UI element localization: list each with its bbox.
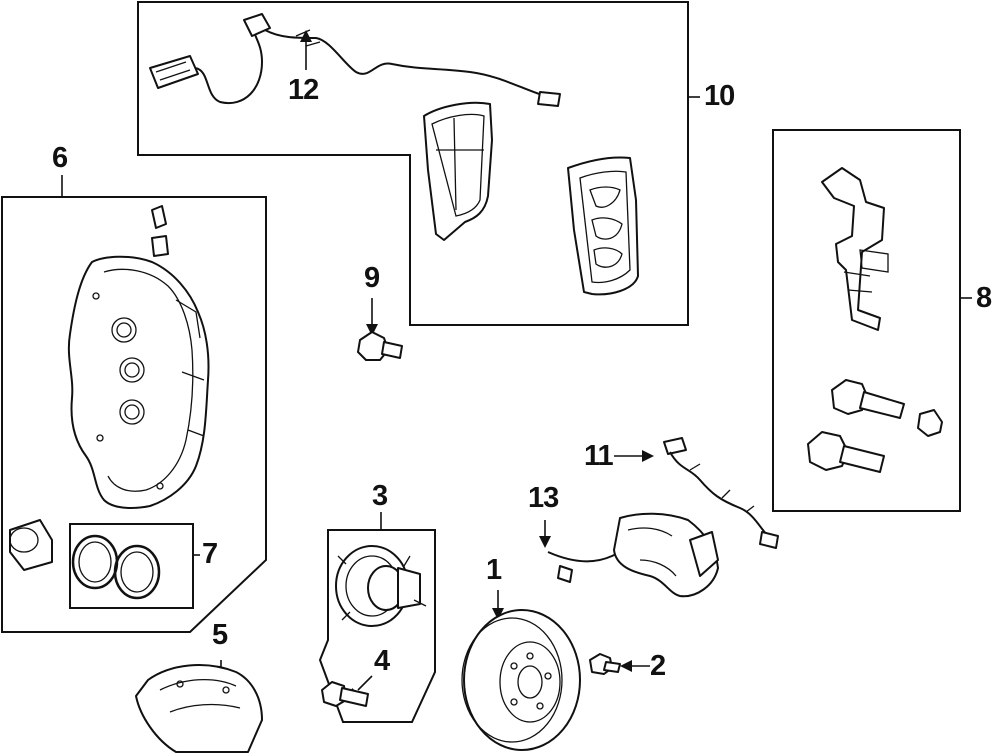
hub-bolt bbox=[321, 681, 369, 707]
callout-2: 2 bbox=[650, 650, 666, 682]
callout-7: 7 bbox=[202, 538, 218, 570]
callout-10: 10 bbox=[704, 80, 735, 112]
guide-bolt-lower bbox=[807, 431, 885, 473]
arrowhead-12 bbox=[300, 30, 312, 42]
piston-seal-box bbox=[69, 523, 194, 609]
hub-assembly-box bbox=[318, 529, 436, 723]
callout-9: 9 bbox=[364, 262, 380, 294]
brake-pad-kit-box bbox=[137, 1, 689, 326]
callout-5: 5 bbox=[212, 619, 228, 651]
leader-4 bbox=[357, 675, 373, 691]
callout-13: 13 bbox=[528, 482, 559, 514]
arrowhead-1 bbox=[492, 608, 504, 620]
caliper-assembly-box bbox=[1, 196, 267, 633]
piston-seals bbox=[71, 534, 161, 600]
rotor-retaining-screw bbox=[589, 653, 621, 675]
bolt-cap bbox=[917, 409, 943, 437]
guide-bolt-upper bbox=[831, 379, 905, 419]
arrowhead-11 bbox=[642, 450, 654, 462]
arrowhead-2 bbox=[620, 660, 632, 672]
sensor-bracket-harness bbox=[547, 512, 719, 598]
brake-caliper bbox=[67, 255, 210, 509]
callout-1: 1 bbox=[486, 554, 502, 586]
arrowhead-9 bbox=[366, 324, 378, 336]
abs-sensor-harness bbox=[663, 437, 779, 549]
caliper-bolt bbox=[357, 331, 403, 361]
callout-4: 4 bbox=[374, 645, 390, 677]
callout-12: 12 bbox=[288, 74, 319, 106]
anti-rattle-clip bbox=[821, 167, 889, 331]
callout-6: 6 bbox=[52, 142, 68, 174]
hardware-kit-box bbox=[772, 129, 961, 512]
callout-11: 11 bbox=[584, 440, 614, 472]
caliper-piston bbox=[9, 519, 53, 571]
bleeder-screw bbox=[151, 205, 169, 257]
brake-rotor bbox=[461, 609, 581, 751]
splash-shield bbox=[135, 664, 263, 753]
brake-pad-outer bbox=[567, 156, 639, 296]
brake-pad-inner bbox=[423, 101, 493, 241]
callout-3: 3 bbox=[372, 480, 388, 512]
hub-bearing-assembly bbox=[335, 545, 427, 627]
callout-8: 8 bbox=[976, 282, 992, 314]
arrowhead-13 bbox=[539, 536, 551, 548]
wear-sensor-harness bbox=[149, 13, 561, 107]
